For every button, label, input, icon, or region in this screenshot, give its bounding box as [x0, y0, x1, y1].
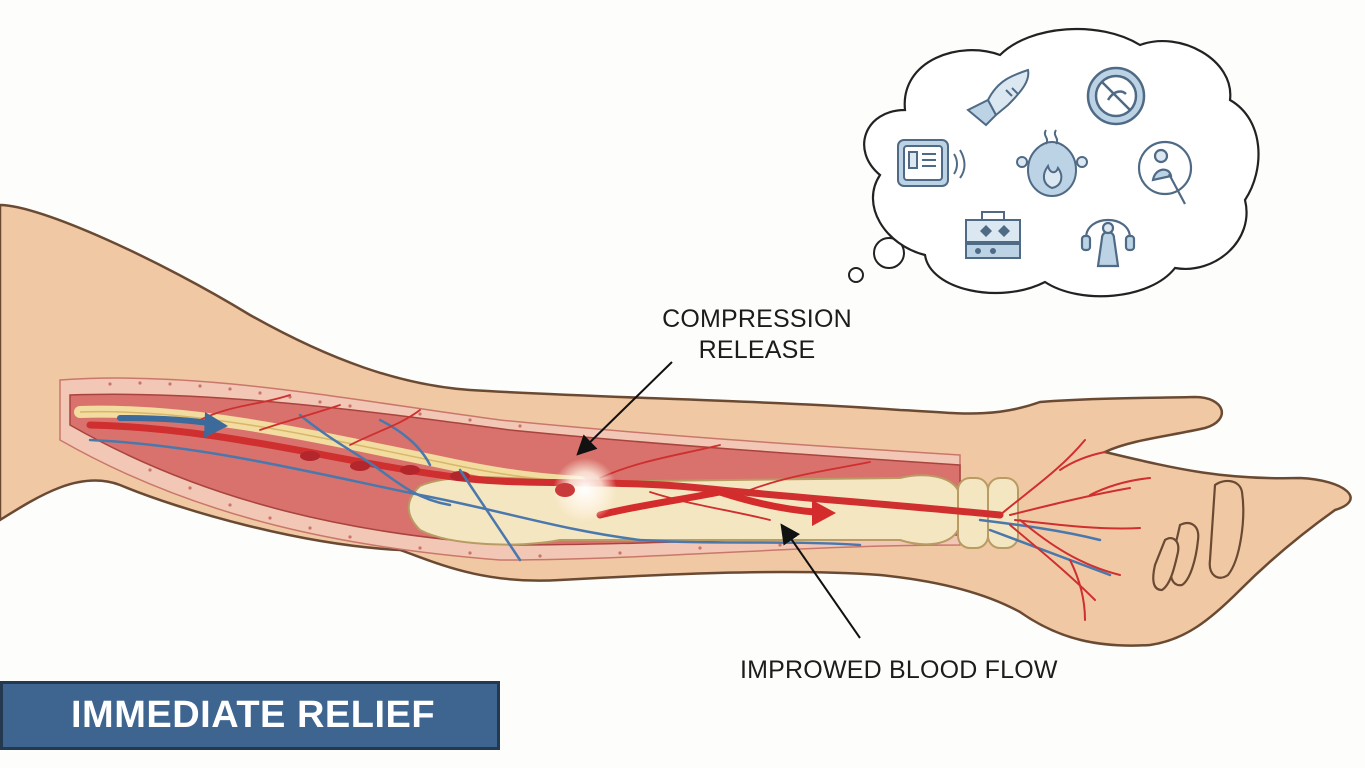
flow-arrow-blue-head	[204, 412, 228, 438]
flow-arrow-red-head	[812, 500, 836, 526]
compression-release-label: COMPRESSION RELEASE	[650, 304, 864, 366]
compression-glow	[553, 458, 617, 522]
compression-label-line1: COMPRESSION	[662, 305, 852, 333]
immediate-relief-badge: IMMEDIATE RELIEF	[0, 681, 500, 750]
veins	[88, 413, 1112, 577]
device-monitor-icon	[897, 139, 966, 187]
hand-relief-icon	[966, 68, 1030, 127]
headphones-relax-icon	[1080, 218, 1136, 268]
compression-pointer	[576, 361, 673, 456]
hand-arteries	[999, 439, 1151, 621]
no-pain-icon	[1086, 66, 1146, 126]
toolbox-icon	[965, 211, 1021, 259]
blood-flow-label: IMPROWED BLOOD FLOW	[740, 656, 1058, 684]
blood-flow-pointer	[780, 523, 861, 639]
capillaries	[199, 394, 871, 521]
flow-arrow-red	[596, 488, 819, 519]
compression-label-line2: RELEASE	[698, 336, 816, 364]
massage-icon	[1137, 140, 1193, 205]
fingers	[1152, 479, 1245, 592]
heat-relief-icon	[1016, 129, 1088, 198]
